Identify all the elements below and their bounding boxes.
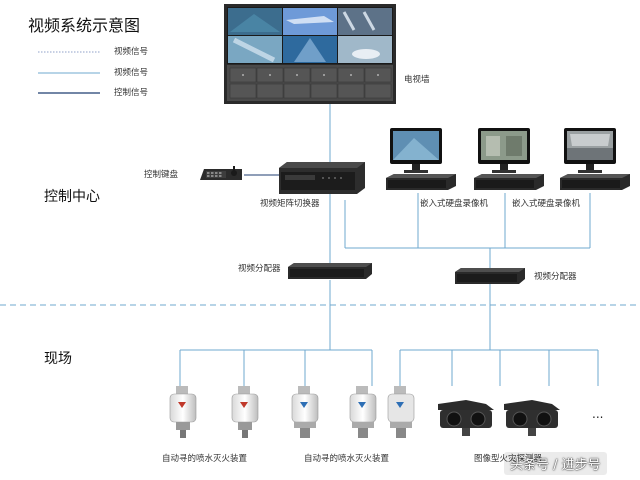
label-sprinkler-left: 自动寻的喷水灭火装置 — [162, 455, 247, 464]
watermark: 头条号 / 进步号 — [504, 452, 607, 475]
fire-detector-group-image — [436, 398, 576, 438]
label-distributor-right: 视频分配器 — [534, 273, 577, 282]
section-field: 现场 — [44, 352, 72, 366]
label-dvr-right: 嵌入式硬盘录像机 — [512, 200, 580, 209]
label-distributor-left: 视频分配器 — [238, 265, 281, 274]
dvr-station-3-image — [558, 128, 632, 194]
distributor-right-image — [455, 268, 525, 284]
matrix-switcher-image — [279, 162, 365, 194]
tv-wall-image — [224, 4, 396, 104]
legend-label-control: 控制信号 — [114, 89, 148, 98]
label-matrix-switcher: 视频矩阵切换器 — [260, 200, 320, 209]
legend-label-dotted: 视频信号 — [114, 48, 148, 57]
label-keyboard: 控制键盘 — [144, 171, 178, 180]
legend-label-video: 视频信号 — [114, 69, 148, 78]
more-devices-ellipsis: ... — [592, 408, 603, 420]
label-dvr-left: 嵌入式硬盘录像机 — [420, 200, 488, 209]
dvr-station-1-image — [384, 128, 458, 194]
control-keyboard-image — [198, 164, 244, 182]
sprinkler-extra-image — [386, 386, 416, 442]
label-tv-wall: 电视墙 — [404, 76, 430, 85]
diagram-title: 视频系统示意图 — [28, 18, 140, 34]
dvr-station-2-image — [472, 128, 546, 194]
label-sprinkler-right: 自动寻的喷水灭火装置 — [304, 455, 389, 464]
section-control-center: 控制中心 — [44, 190, 100, 204]
distributor-left-image — [288, 263, 372, 279]
sprinkler-group-image — [168, 386, 392, 442]
